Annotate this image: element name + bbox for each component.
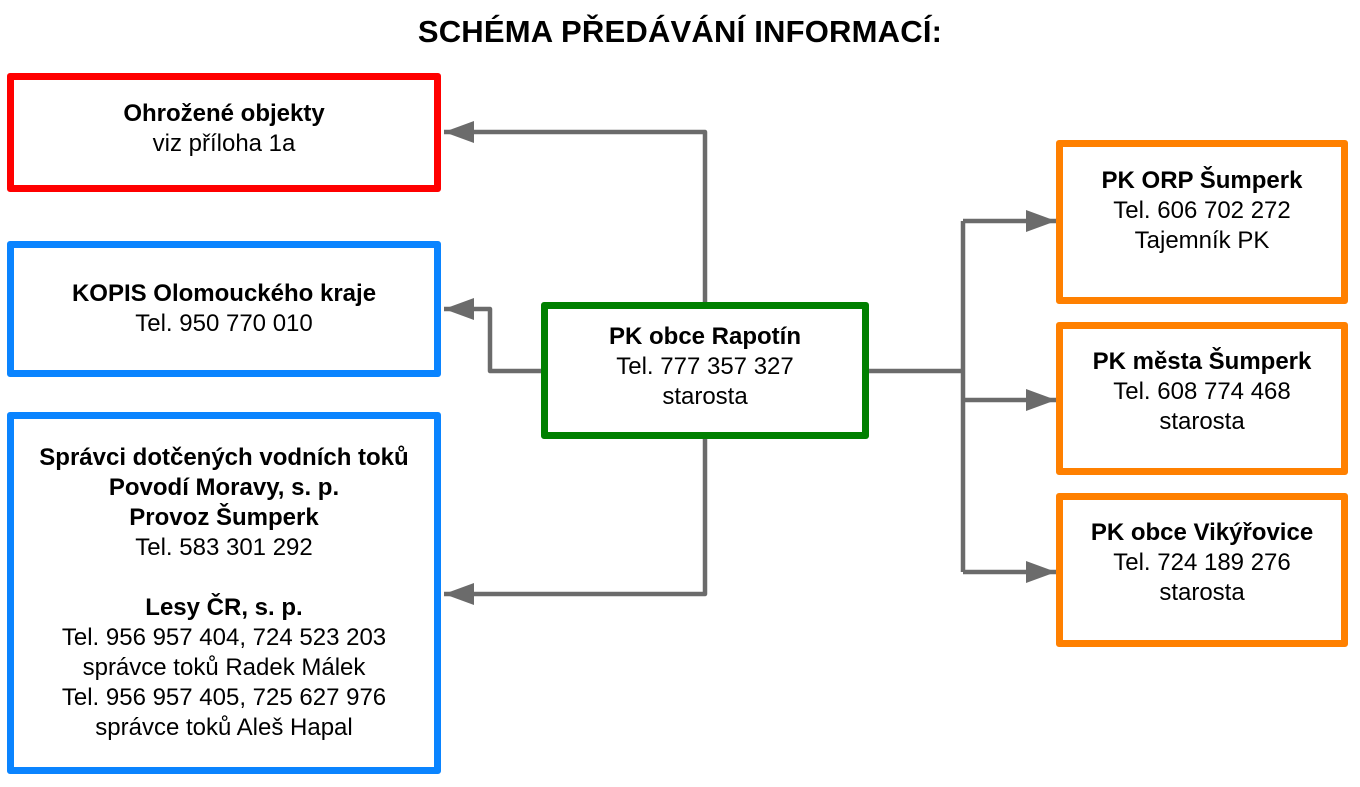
org-person: správce toků Aleš Hapal [95,714,353,741]
box-note: viz příloha 1a [152,129,296,157]
org-person: správce toků Radek Málek [82,654,366,681]
org-phone: Tel. 956 957 404, 724 523 203 [61,624,387,651]
box-role: Tajemník PK [1134,227,1270,254]
box-phone: Tel. 950 770 010 [135,310,313,337]
edge-to-kopis [444,298,541,374]
org-phone: Tel. 583 301 292 [135,534,313,561]
edge-to-spravci [444,439,708,605]
org-name: Lesy ČR, s. p. [145,594,303,621]
box-title: PK ORP Šumperk [1101,167,1303,194]
box-phone: Tel. 606 702 272 [1113,197,1291,224]
box-phone: Tel. 777 357 327 [616,352,794,380]
box-role: starosta [662,382,748,410]
box-phone: Tel. 724 189 276 [1113,549,1291,576]
org-unit: Provoz Šumperk [129,504,319,531]
box-title: PK města Šumperk [1092,347,1312,375]
diagram-title: SCHÉMA PŘEDÁVÁNÍ INFORMACÍ: [417,14,943,49]
box-title: PK obce Vikýřovice [1090,519,1314,546]
box-role: starosta [1159,579,1245,606]
box-title: Ohrožené objekty [123,99,325,127]
target-node-box: PK ORP Šumperk Tel. 606 702 272 Tajemník… [1056,140,1348,304]
box-title: KOPIS Olomouckého kraje [71,280,377,307]
threatened-objects-box: Ohrožené objekty viz příloha 1a [7,73,441,192]
box-phone: Tel. 608 774 468 [1113,377,1291,405]
watercourse-managers-box: Správci dotčených vodních toků Povodí Mo… [7,412,441,774]
box-role: starosta [1159,407,1245,435]
target-node-box: PK města Šumperk Tel. 608 774 468 staros… [1056,322,1348,475]
box-heading: Správci dotčených vodních toků [39,444,409,471]
edge-to-ohrozene [444,121,708,302]
target-node-box: PK obce Vikýřovice Tel. 724 189 276 star… [1056,493,1348,647]
org-phone: Tel. 956 957 405, 725 627 976 [61,684,387,711]
kopis-box: KOPIS Olomouckého kraje Tel. 950 770 010 [7,241,441,377]
org-name: Povodí Moravy, s. p. [108,474,340,501]
box-title: PK obce Rapotín [608,322,801,350]
source-node-box: PK obce Rapotín Tel. 777 357 327 starost… [541,302,869,439]
